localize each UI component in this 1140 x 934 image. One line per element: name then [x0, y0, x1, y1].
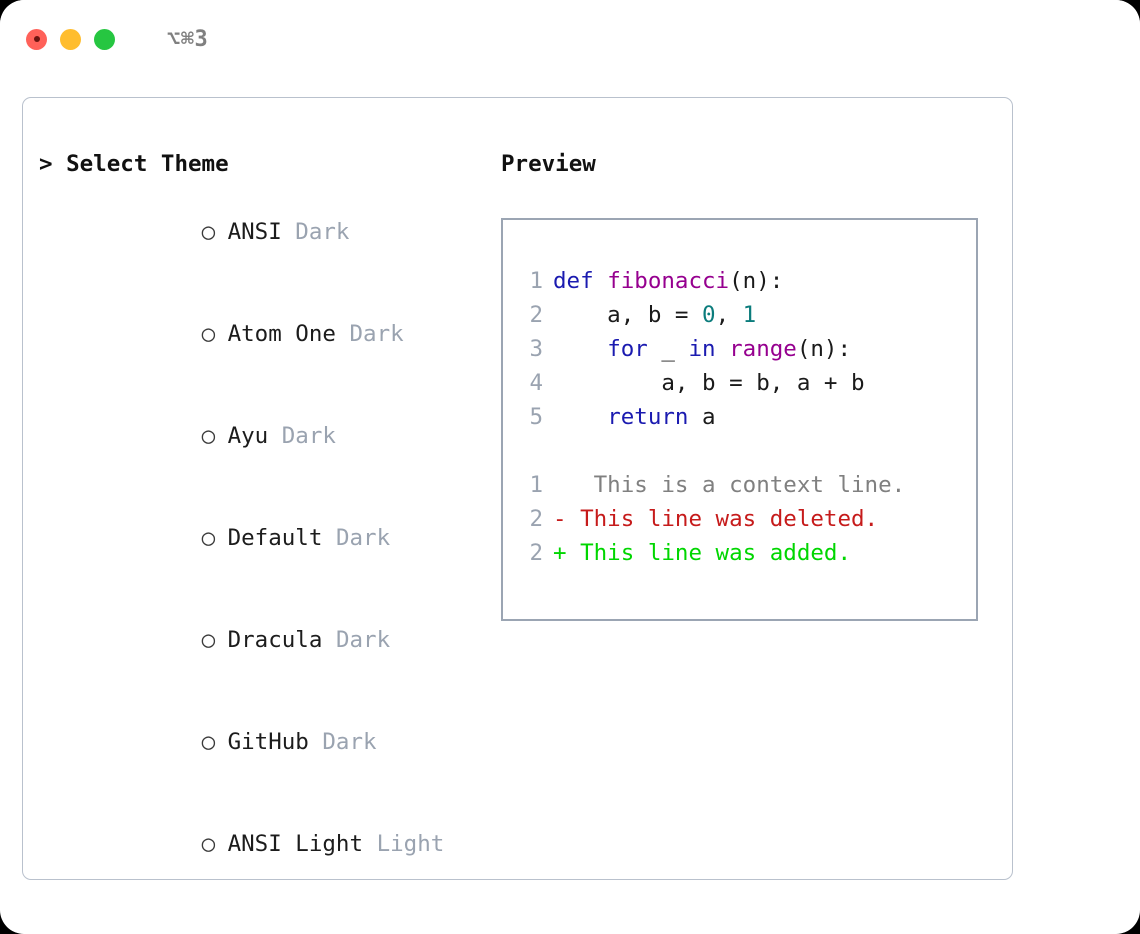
- maximize-button[interactable]: [94, 28, 115, 50]
- diff-line-deleted: 2- This line was deleted.: [517, 502, 976, 536]
- code-line: 2 a, b = 0, 1: [517, 298, 976, 332]
- code-diff-gap: [517, 434, 976, 468]
- theme-option[interactable]: ○ Ayu Dark: [39, 385, 479, 487]
- radio-icon: ○: [202, 929, 228, 934]
- code-token: 1: [742, 302, 757, 328]
- code-line: 4 a, b = b, a + b: [517, 366, 976, 400]
- diff-text: This is a context line.: [566, 472, 906, 498]
- theme-option-list: ○ ANSI Dark ○ Atom One Dark ○ Ayu Dark ○ Def…: [39, 181, 479, 934]
- diff-line-added: 2 + This line was added.: [517, 536, 976, 570]
- diff-text: This line was added.: [566, 540, 852, 566]
- radio-icon: ○: [201, 627, 216, 653]
- theme-option-label: Default: [227, 525, 323, 551]
- code-token: [553, 336, 607, 362]
- code-token: a: [688, 404, 716, 430]
- code-token: a, b = b, a + b: [553, 370, 865, 396]
- line-number: 2: [529, 302, 543, 328]
- code-token: for: [607, 336, 648, 362]
- theme-option[interactable]: ○ Dracula Dark: [39, 589, 479, 691]
- radio-icon: ○: [201, 729, 216, 755]
- close-icon: [33, 36, 40, 42]
- line-number: 1: [529, 472, 543, 498]
- code-line: 1 def fibonacci(n):: [517, 264, 976, 298]
- diff-marker: -: [553, 506, 567, 532]
- preview-title: Preview: [501, 151, 596, 177]
- window-controls: [26, 28, 115, 50]
- radio-icon: ○: [201, 525, 216, 551]
- theme-option-tag: Dark: [335, 627, 391, 653]
- code-token: def: [553, 268, 608, 294]
- code-token: (n):: [729, 268, 784, 294]
- main-panel: > Select Theme ○ ANSI Dark ○ Atom One Dark…: [22, 97, 1013, 934]
- theme-option-label: Atom One: [227, 321, 336, 347]
- theme-option-tag: Light: [376, 831, 445, 857]
- theme-option[interactable]: ○ Atom One Dark: [39, 283, 479, 385]
- theme-option-label: ANSI Light: [227, 831, 364, 857]
- theme-option-tag: Dark: [295, 219, 350, 245]
- diff-text: This line was deleted.: [566, 506, 879, 532]
- theme-option-tag: Dark: [281, 423, 336, 449]
- code-token: _: [647, 336, 689, 362]
- theme-option-tag: Dark: [349, 321, 404, 347]
- radio-icon: ○: [201, 219, 216, 245]
- minimize-button[interactable]: [60, 28, 81, 50]
- keyboard-shortcut-label: ⌥⌘3: [167, 26, 209, 52]
- line-number: 2: [529, 540, 543, 566]
- code-line: 5 return a: [517, 400, 976, 434]
- close-button[interactable]: [26, 28, 47, 50]
- radio-icon: ○: [201, 423, 216, 449]
- theme-option[interactable]: ○ GitHub Dark: [39, 691, 479, 793]
- code-token: in: [688, 336, 716, 362]
- theme-option-label: ANSI: [227, 219, 282, 245]
- title-bar: ⌥⌘3: [0, 0, 1140, 78]
- radio-icon: ○: [201, 831, 216, 857]
- theme-option-label: GitHub: [227, 729, 309, 755]
- panel-columns: > Select Theme ○ ANSI Dark ○ Atom One Dark…: [23, 98, 1012, 934]
- theme-option-tag: Dark: [335, 525, 391, 551]
- select-theme-heading: > Select Theme: [39, 151, 229, 177]
- diff-marker: +: [553, 540, 567, 566]
- theme-option-label: Dracula: [227, 627, 323, 653]
- diff-line-context: 1 This is a context line.: [517, 468, 976, 502]
- theme-option[interactable]: ○ ANSI Dark: [39, 181, 479, 283]
- code-token: return: [607, 404, 689, 430]
- code-token: fibonacci: [607, 268, 730, 294]
- line-number: 1: [529, 268, 543, 294]
- line-number: 3: [529, 336, 543, 362]
- theme-option[interactable]: ○ ANSI Light Light: [39, 793, 479, 895]
- code-token: (n):: [796, 336, 852, 362]
- code-token: a, b =: [553, 302, 703, 328]
- code-token: [716, 336, 730, 362]
- code-line: 3 for _ in range(n):: [517, 332, 976, 366]
- code-token: ,: [715, 302, 743, 328]
- code-token: [553, 404, 607, 430]
- line-number: 4: [529, 370, 543, 396]
- theme-option[interactable]: ○ Default Dark: [39, 487, 479, 589]
- diff-marker: [553, 472, 567, 498]
- theme-option[interactable]: ○Ayu Light Light: [39, 895, 479, 934]
- code-token: 0: [702, 302, 716, 328]
- theme-option-label: Ayu: [227, 423, 269, 449]
- theme-selector-column: > Select Theme ○ ANSI Dark ○ Atom One Dark…: [39, 147, 479, 934]
- line-number: 5: [529, 404, 543, 430]
- code-token: range: [729, 336, 797, 362]
- theme-option-tag: Dark: [322, 729, 377, 755]
- radio-icon: ○: [201, 321, 216, 347]
- line-number: 2: [529, 506, 543, 532]
